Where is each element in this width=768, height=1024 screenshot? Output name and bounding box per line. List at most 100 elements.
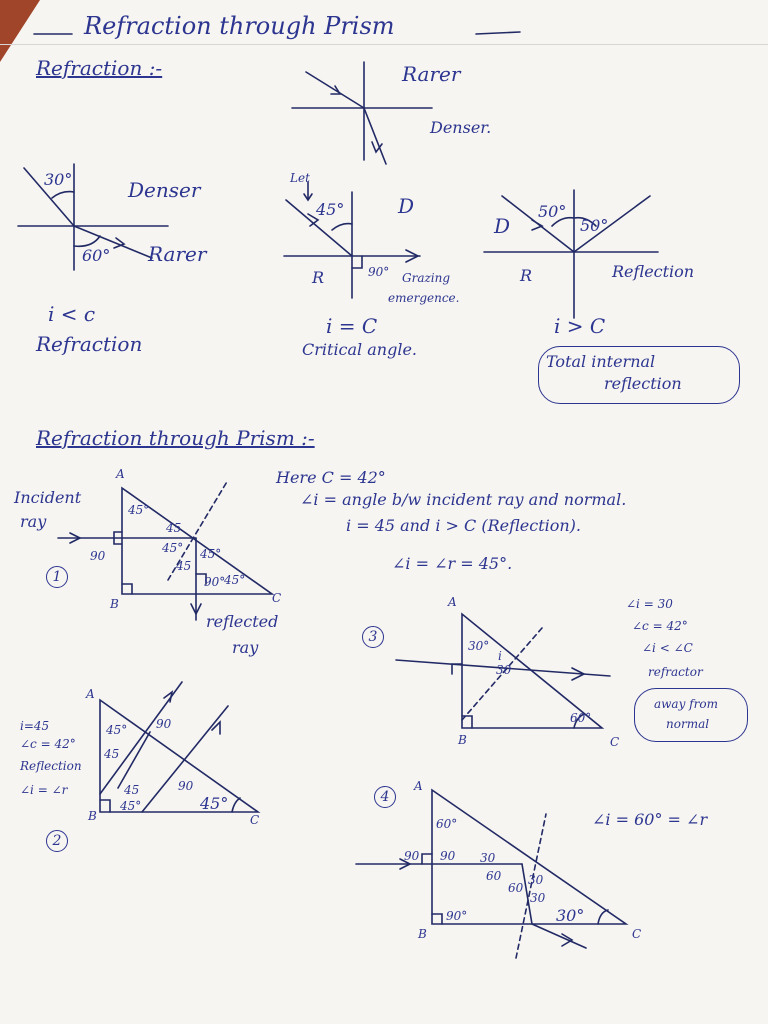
fig4-angle-1: 60° [436,817,458,831]
rarer-label: Rarer [402,62,461,86]
case2-medium-d: D [398,194,415,218]
case3-medium-d: D [494,214,511,238]
prism-note-line2: ∠i = angle b/w incident ray and normal. [300,490,627,509]
fig2-angle-6: 90 [178,779,194,793]
fig2-angle-1: 45° [106,723,128,737]
fig4-vertex-c: C [632,927,642,941]
fig3-note-1: ∠i = 30 [626,597,673,611]
fig3-angle-2: i [498,649,502,663]
fig4-angle-7: 30 [528,873,544,887]
fig4-vertex-a: A [414,779,423,793]
fig3-vertex-b: B [458,733,467,747]
case2-medium-r: R [312,268,325,287]
fig2-angle-3: 45 [104,747,120,761]
fig1-reflected-2: ray [232,638,259,657]
case1-angle-i: 30° [44,170,73,189]
fig1-angle-5: 45° [200,547,222,561]
case3-tir-line1: Total internal [546,352,656,371]
case1-result: Refraction [36,332,143,356]
fig2-note-2: ∠c = 42° [20,737,76,751]
case3-angle-b: 50° [580,216,609,235]
case1-rarer: Rarer [148,242,207,266]
fig3-away-box [634,688,748,742]
fig1-angle-7: 90° [204,575,226,589]
fig2-note-4: ∠i = ∠r [20,783,68,797]
fig3-box-1: away from [654,697,718,711]
fig4-angle-3: 90 [440,849,456,863]
case2-ray-label: Let [290,171,310,185]
fig1-reflected-1: reflected [206,612,279,631]
case3-tir-box [538,346,740,404]
case3-result: Reflection [612,262,695,281]
case3-medium-r: R [520,266,533,285]
fig3-angle-1: 30° [468,639,490,653]
title-rule [0,44,768,45]
case1-angle-r: 60° [82,246,111,265]
prism-note-line4: ∠i = ∠r = 45°. [392,554,513,573]
fig1-angle-8: 45° [224,573,246,587]
page-corner-stain [0,0,40,62]
fig3-vertex-a: A [448,595,457,609]
fig2-note-3: Reflection [20,759,82,773]
case1-denser: Denser [128,178,201,202]
fig4-vertex-b: B [418,927,427,941]
fig1-number: 1 [46,566,68,588]
prism-heading: Refraction through Prism :- [36,426,315,450]
fig1-angle-4: 45° [162,541,184,555]
refraction-heading: Refraction :- [36,56,163,80]
case2-result: Critical angle. [302,340,418,359]
fig4-number: 4 [374,786,396,808]
fig3-note-3: ∠i < ∠C [642,641,693,655]
case2-note-grazing: Grazing [402,271,451,285]
fig3-note-4: refractor [648,665,703,679]
fig1-angle-3: 45 [166,521,182,535]
case1-condition: i < c [48,302,96,326]
fig1-vertex-c: C [272,591,282,605]
fig4-angle-6: 60 [508,881,524,895]
fig2-vertex-b: B [88,809,97,823]
fig1-angle-1: 45° [128,503,150,517]
case2-condition: i = C [326,314,378,338]
case2-note-emergence: emergence. [388,291,460,305]
fig3-angle-4: 60° [570,711,592,725]
fig1-angle-2: 90 [90,549,106,563]
case2-angle-90: 90° [368,265,390,279]
prism-note-line1: Here C = 42° [276,468,386,487]
fig1-vertex-a: A [116,467,125,481]
fig2-vertex-a: A [86,687,95,701]
fig3-number: 3 [362,626,384,648]
fig4-angle-4: 30 [480,851,496,865]
fig1-vertex-b: B [110,597,119,611]
fig4-angle-9: 90° [446,909,468,923]
prism-note-line3: i = 45 and i > C (Reflection). [346,516,582,535]
fig3-note-2: ∠c = 42° [632,619,688,633]
fig2-vertex-c: C [250,813,260,827]
fig2-number: 2 [46,830,68,852]
fig1-incident-1: Incident [14,488,82,507]
fig2-angle-5: 45° [120,799,142,813]
fig4-angle-8: 30 [530,891,546,905]
fig1-angle-6: 45 [176,559,192,573]
denser-label: Denser. [430,118,492,137]
fig3-box-2: normal [666,717,710,731]
fig1-incident-2: ray [20,512,47,531]
fig4-angle-10: 30° [556,906,585,925]
fig2-angle-7: 45° [200,794,229,813]
case3-tir-line2: reflection [604,374,682,393]
case3-condition: i > C [554,314,606,338]
fig3-vertex-c: C [610,735,620,749]
fig3-angle-3: 30 [496,663,512,677]
fig4-angle-5: 60 [486,869,502,883]
fig4-note: ∠i = 60° = ∠r [592,810,708,829]
fig2-note-1: i=45 [20,719,50,733]
case3-angle-a: 50° [538,202,567,221]
fig4-angle-2: 90 [404,849,420,863]
page-title: Refraction through Prism [84,12,395,40]
